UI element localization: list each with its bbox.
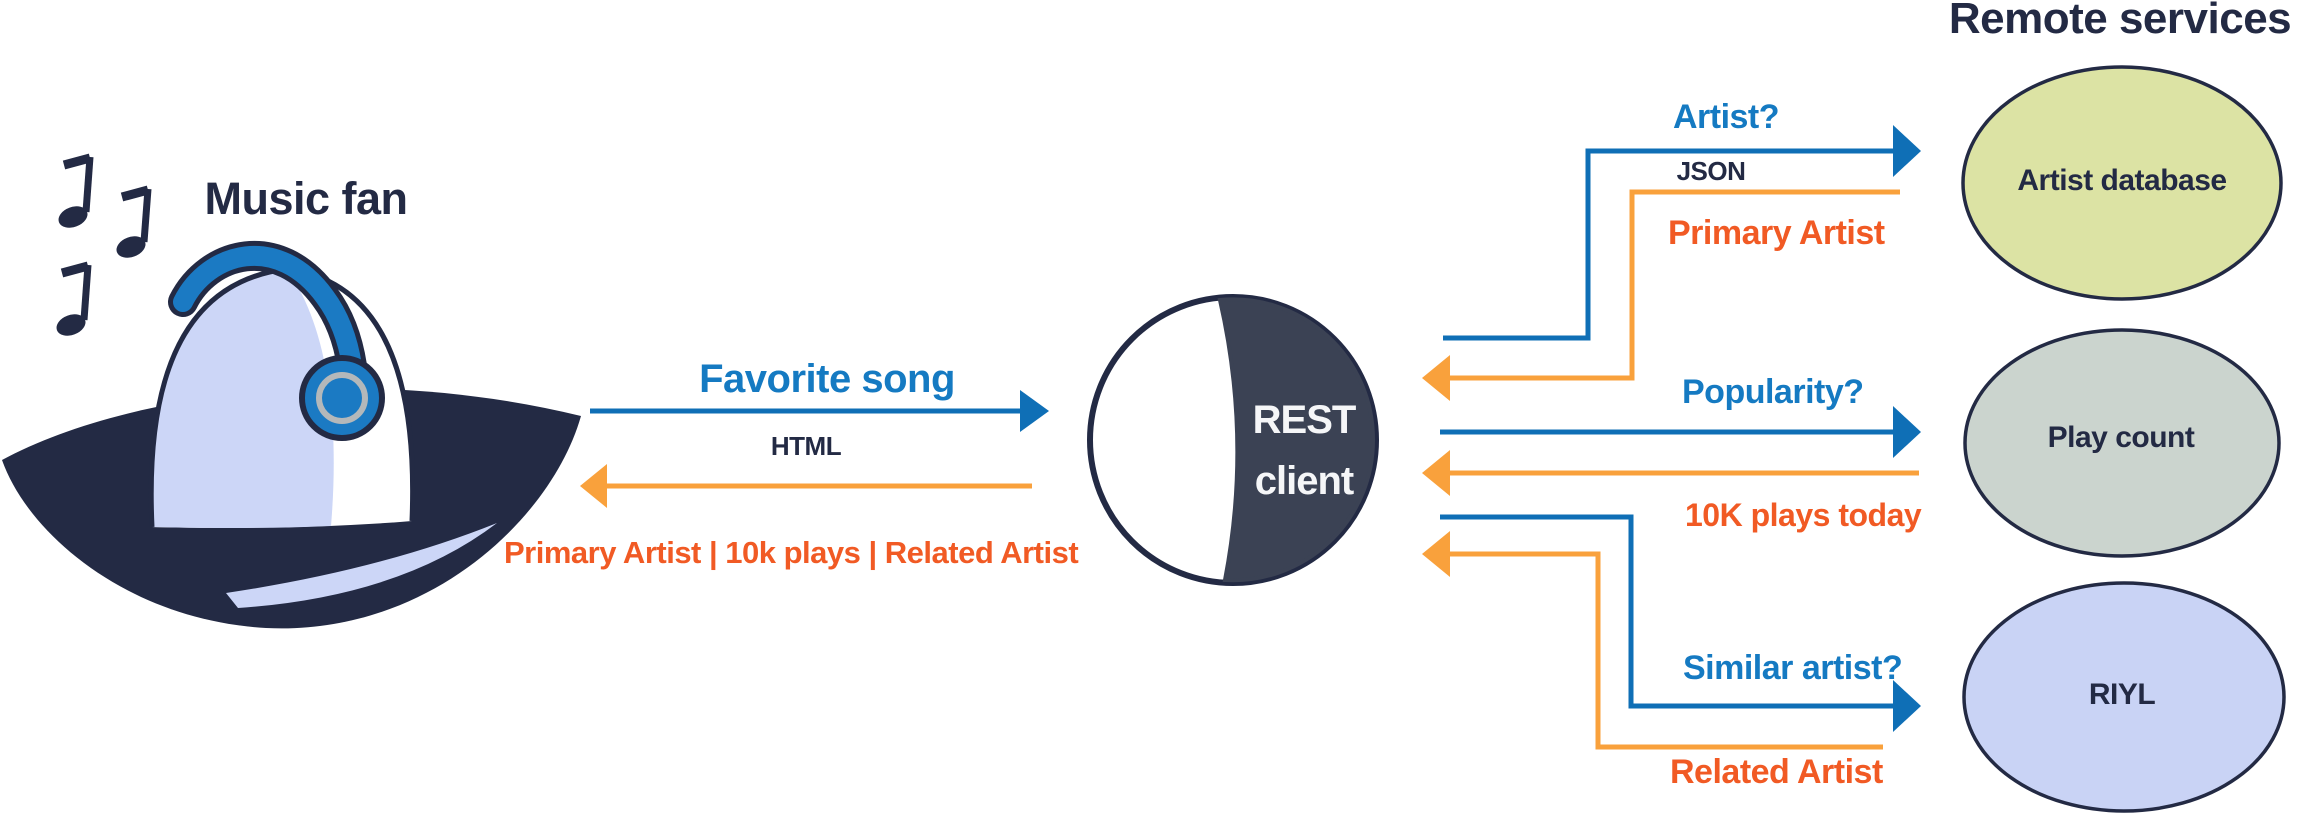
music-fan-illustration bbox=[2, 153, 581, 629]
favorite-song-label: Favorite song bbox=[699, 357, 955, 401]
music-fan-highlight bbox=[226, 523, 497, 608]
popularity-request-label: Popularity? bbox=[1682, 373, 1864, 411]
rest-client-dark-half bbox=[1217, 297, 1376, 583]
headphone-earcup-icon bbox=[299, 355, 385, 441]
primary-artist-response-label: Primary Artist bbox=[1668, 214, 1885, 252]
music-note-icon bbox=[56, 261, 92, 336]
service-label-riyl: RIYL bbox=[2088, 678, 2156, 711]
json-format-label: JSON bbox=[1676, 156, 1746, 186]
service-ellipse-riyl bbox=[1962, 581, 2286, 813]
response-arrow-10k-plays bbox=[1422, 450, 1919, 496]
headphones-icon bbox=[168, 240, 385, 441]
arrowhead-left-icon bbox=[1422, 450, 1450, 496]
request-arrow-favorite-song bbox=[590, 390, 1049, 432]
service-ellipse-artist-database bbox=[1961, 65, 2283, 301]
music-fan-face bbox=[151, 269, 334, 528]
request-arrow-artist bbox=[1443, 125, 1921, 341]
music-fan-label: Music fan bbox=[204, 173, 408, 224]
arrowhead-right-icon bbox=[1893, 680, 1921, 732]
html-format-label: HTML bbox=[770, 431, 842, 461]
related-artist-response-label: Related Artist bbox=[1670, 753, 1883, 791]
arrowhead-right-icon bbox=[1893, 406, 1921, 458]
arrowhead-right-icon bbox=[1893, 125, 1921, 177]
artist-request-label: Artist? bbox=[1672, 98, 1780, 136]
headphone-band bbox=[173, 245, 362, 376]
client-response-caption: Primary Artist | 10k plays | Related Art… bbox=[504, 535, 1079, 570]
request-arrow-similar-artist bbox=[1440, 514, 1921, 732]
arrowhead-left-icon bbox=[1422, 531, 1450, 577]
arrowhead-left-icon bbox=[1422, 355, 1450, 401]
response-arrow-related-artist bbox=[1422, 531, 1883, 750]
headphone-earcup-ring bbox=[316, 372, 368, 424]
rest-client-label-line1: REST bbox=[1252, 398, 1357, 442]
arrowhead-left-icon bbox=[580, 464, 607, 508]
page-title: Remote services bbox=[1948, 0, 2292, 43]
request-arrow-popularity bbox=[1440, 406, 1921, 458]
similar-artist-request-label: Similar artist? bbox=[1683, 649, 1903, 687]
rest-client-label-line2: client bbox=[1254, 459, 1354, 503]
response-arrow-primary-artist bbox=[1422, 189, 1900, 401]
service-ellipse-play-count bbox=[1963, 328, 2281, 558]
plays-today-response-label: 10K plays today bbox=[1685, 497, 1922, 533]
service-label-play-count: Play count bbox=[2047, 421, 2195, 454]
rest-client-node bbox=[1087, 294, 1379, 586]
music-note-icon bbox=[58, 153, 94, 228]
response-arrow-to-fan bbox=[580, 464, 1032, 508]
service-label-artist-database: Artist database bbox=[2017, 164, 2227, 197]
music-note-icon bbox=[116, 185, 152, 258]
arrowhead-right-icon bbox=[1020, 390, 1049, 432]
